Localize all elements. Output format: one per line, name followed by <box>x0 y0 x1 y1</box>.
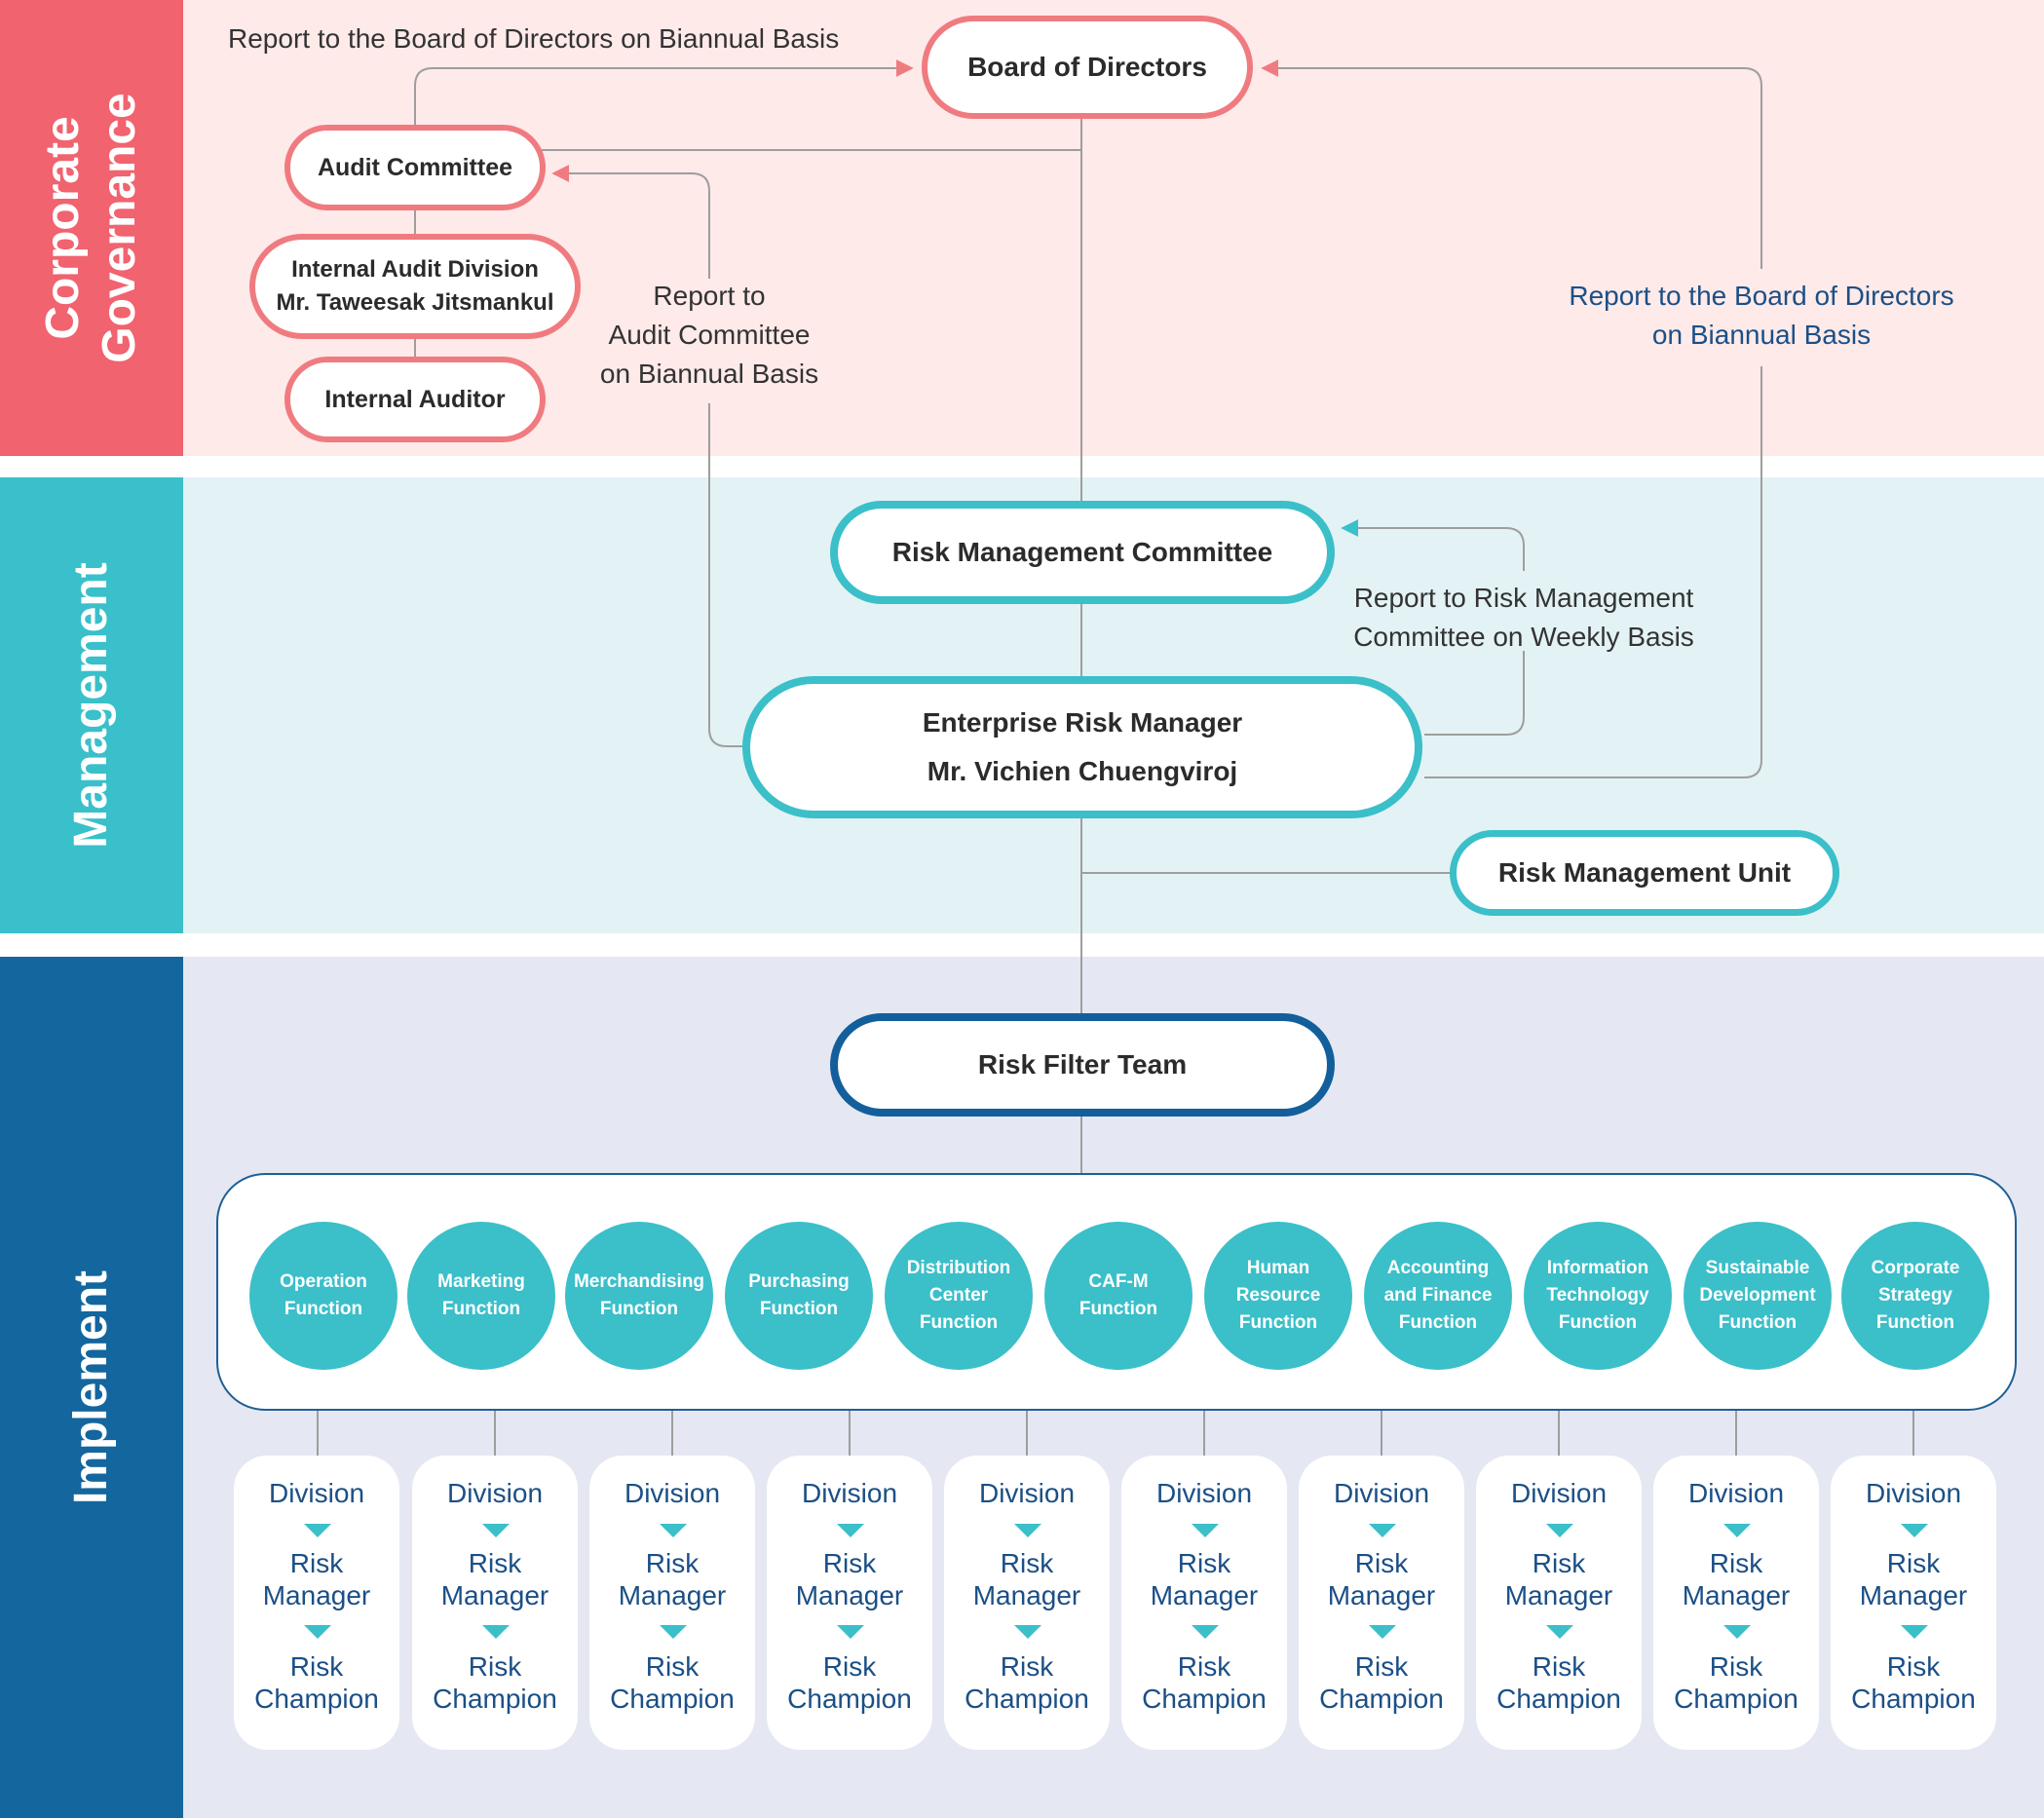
enterprise-risk-manager-label: Enterprise Risk Manager <box>922 707 1243 738</box>
arrow-down-icon <box>1014 1524 1041 1537</box>
arrow-down-icon <box>304 1625 331 1639</box>
enterprise-risk-manager-node: Enterprise Risk Manager Mr. Vichien Chue… <box>742 676 1422 818</box>
implement-band-title: Implement <box>65 1269 117 1505</box>
note-report-board-top: Report to the Board of Directors on Bian… <box>228 23 840 54</box>
division-label: Division <box>1510 1478 1608 1508</box>
arrow-down-icon <box>1192 1625 1219 1639</box>
enterprise-risk-manager-name: Mr. Vichien Chuengviroj <box>927 756 1238 786</box>
note-report-audit: Report to Audit Committee on Biannual Ba… <box>599 281 819 389</box>
risk-management-committee-label: Risk Management Committee <box>891 537 1273 567</box>
arrow-down-icon <box>1014 1625 1041 1639</box>
risk-filter-team-node: Risk Filter Team <box>830 1013 1335 1117</box>
note-report-risk-weekly: Report to Risk Management Committee on W… <box>1353 583 1694 652</box>
internal-audit-division-head: Mr. Taweesak Jitsmankul <box>276 289 554 316</box>
division-label: Division <box>801 1478 898 1508</box>
internal-auditor-label: Internal Auditor <box>324 385 506 413</box>
board-of-directors-node: Board of Directors <box>922 16 1253 119</box>
risk-management-unit-node: Risk Management Unit <box>1450 830 1839 916</box>
arrow-down-icon <box>660 1524 687 1537</box>
management-band-label: Management <box>0 477 183 933</box>
arrow-down-icon <box>1369 1524 1396 1537</box>
arrow-down-icon <box>660 1625 687 1639</box>
internal-auditor-node: Internal Auditor <box>284 357 546 442</box>
arrow-down-icon <box>304 1524 331 1537</box>
division-label: Division <box>268 1478 365 1508</box>
arrow-down-icon <box>1723 1625 1751 1639</box>
arrow-down-icon <box>1546 1524 1573 1537</box>
division-label: Division <box>1865 1478 1962 1508</box>
board-of-directors-label: Board of Directors <box>967 52 1207 82</box>
arrow-down-icon <box>1901 1625 1928 1639</box>
risk-management-unit-label: Risk Management Unit <box>1497 857 1792 888</box>
division-label: Division <box>1687 1478 1785 1508</box>
arrow-down-icon <box>1369 1625 1396 1639</box>
arrow-down-icon <box>1192 1524 1219 1537</box>
arrow-down-icon <box>1901 1524 1928 1537</box>
note-report-board-right: Report to the Board of Directors on Bian… <box>1569 281 1954 350</box>
audit-committee-node: Audit Committee <box>284 125 546 210</box>
arrow-down-icon <box>482 1625 510 1639</box>
division-label: Division <box>978 1478 1076 1508</box>
audit-committee-label: Audit Committee <box>318 153 512 181</box>
implement-band-label: Implement <box>0 957 183 1818</box>
division-label: Division <box>624 1478 721 1508</box>
internal-audit-division-label: Internal Audit Division <box>291 256 539 283</box>
risk-filter-team-label: Risk Filter Team <box>977 1049 1188 1079</box>
internal-audit-division-node: Internal Audit Division Mr. Taweesak Jit… <box>249 234 581 339</box>
arrow-down-icon <box>837 1524 864 1537</box>
arrow-down-icon <box>1723 1524 1751 1537</box>
governance-band-label: Corporate Governance <box>0 0 183 456</box>
division-label: Division <box>1333 1478 1430 1508</box>
division-label: Division <box>1155 1478 1253 1508</box>
risk-management-committee-node: Risk Management Committee <box>830 501 1335 604</box>
division-label: Division <box>446 1478 544 1508</box>
arrow-down-icon <box>482 1524 510 1537</box>
arrow-down-icon <box>1546 1625 1573 1639</box>
arrow-down-icon <box>837 1625 864 1639</box>
management-band-title: Management <box>65 562 117 849</box>
governance-band-title: Corporate Governance <box>37 93 145 363</box>
